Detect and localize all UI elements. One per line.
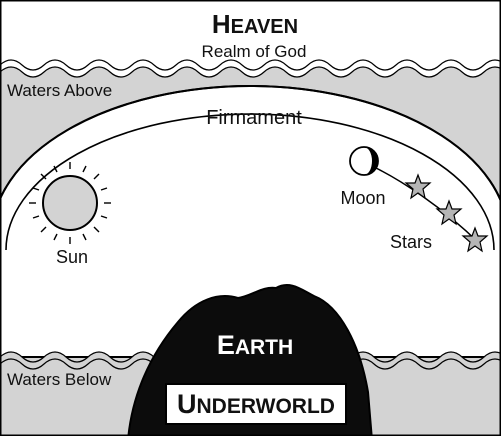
firmament-label: Firmament: [206, 107, 302, 129]
firmament-outer-arc: [0, 85, 501, 205]
heaven-subtitle: Realm of God: [202, 42, 307, 61]
heaven-wave-top: [0, 59, 501, 71]
sun-icon: [29, 162, 111, 244]
star-icon: [404, 173, 432, 200]
sun-label: Sun: [56, 247, 88, 267]
waters-below-label: Waters Below: [7, 370, 112, 389]
stars-label: Stars: [390, 232, 432, 252]
star-icon: [435, 199, 463, 226]
moon-label: Moon: [340, 188, 385, 208]
earth-title: EARTH: [217, 330, 293, 360]
waters-above-label: Waters Above: [7, 81, 112, 100]
star-icon: [461, 226, 489, 253]
underworld-box: [165, 383, 347, 425]
firmament-inner-arc: [5, 113, 495, 251]
underworld-title: UNDERWORLD: [177, 389, 335, 419]
moon-icon: [349, 146, 379, 176]
heaven-title: HEAVEN: [212, 9, 298, 39]
